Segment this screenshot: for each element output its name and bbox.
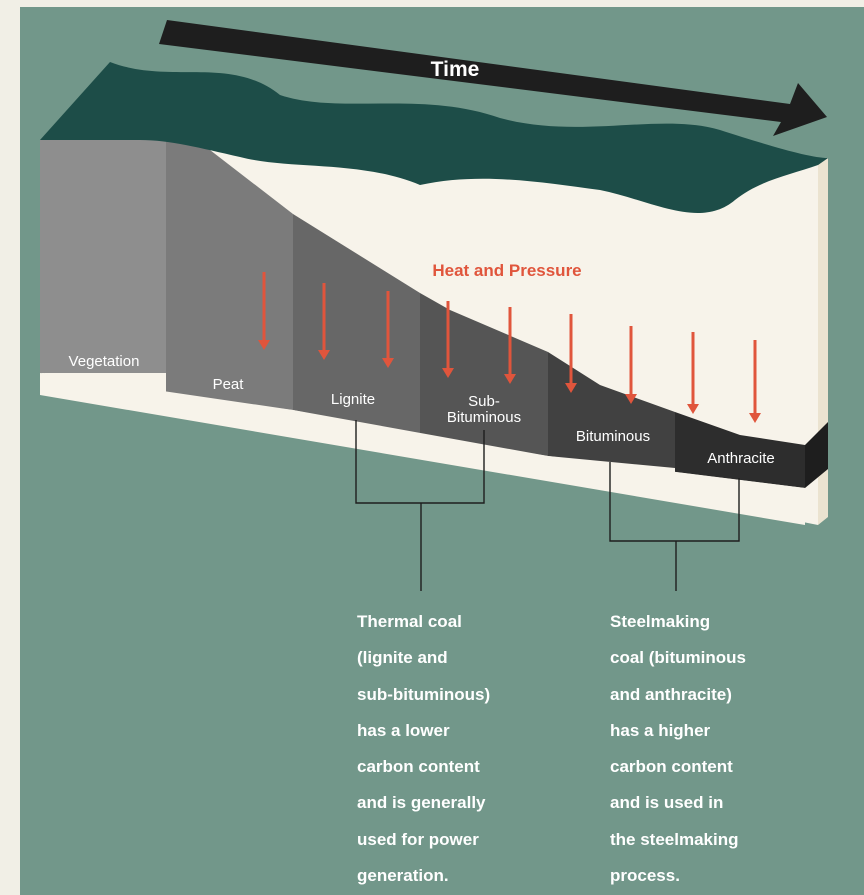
time-label: Time	[431, 58, 480, 81]
time-arrow-shape	[159, 20, 827, 136]
surface-water-layer	[40, 62, 828, 213]
thermal-coal-note: Thermal coal (lignite and sub-bituminous…	[357, 612, 491, 886]
stratum-lignite	[293, 214, 420, 436]
strata-segments	[40, 135, 805, 488]
stratum-anthracite	[675, 412, 805, 488]
stratum-sub-bituminous	[420, 293, 548, 456]
pressure-arrow-head	[504, 374, 516, 384]
pressure-arrow-head	[382, 358, 394, 368]
heat-pressure-label: Heat and Pressure	[432, 261, 581, 280]
stage-label-vegetation: Vegetation	[69, 353, 140, 370]
block-base	[40, 373, 805, 525]
stage-label-peat: Peat	[213, 376, 245, 393]
stratum-bituminous	[548, 352, 675, 468]
stratum-vegetation	[40, 135, 166, 373]
pressure-arrow-head	[565, 383, 577, 393]
block-side-stripe	[805, 422, 828, 488]
thermal-bracket	[355, 420, 485, 591]
pressure-arrow-head	[318, 350, 330, 360]
pressure-arrows	[258, 272, 761, 423]
pressure-arrow-head	[625, 394, 637, 404]
steelmaking-bracket-line	[609, 462, 740, 542]
steelmaking-coal-note: Steelmaking coal (bituminous and anthrac…	[610, 612, 746, 886]
stage-label-lignite: Lignite	[331, 391, 375, 408]
stage-label-bituminous: Bituminous	[576, 428, 650, 445]
pressure-arrow-head	[687, 404, 699, 414]
stage-label-sub-bituminous: Sub-Bituminous	[447, 393, 521, 426]
time-arrow: Time	[159, 20, 827, 136]
thermal-bracket-line	[355, 420, 485, 504]
stage-label-anthracite: Anthracite	[707, 450, 775, 467]
pressure-arrow-head	[749, 413, 761, 423]
pressure-arrow-head	[258, 340, 270, 350]
stage-labels: Vegetation Peat Lignite Sub-Bituminous B…	[69, 353, 775, 467]
pressure-arrow-head	[442, 368, 454, 378]
steelmaking-bracket	[609, 462, 740, 591]
